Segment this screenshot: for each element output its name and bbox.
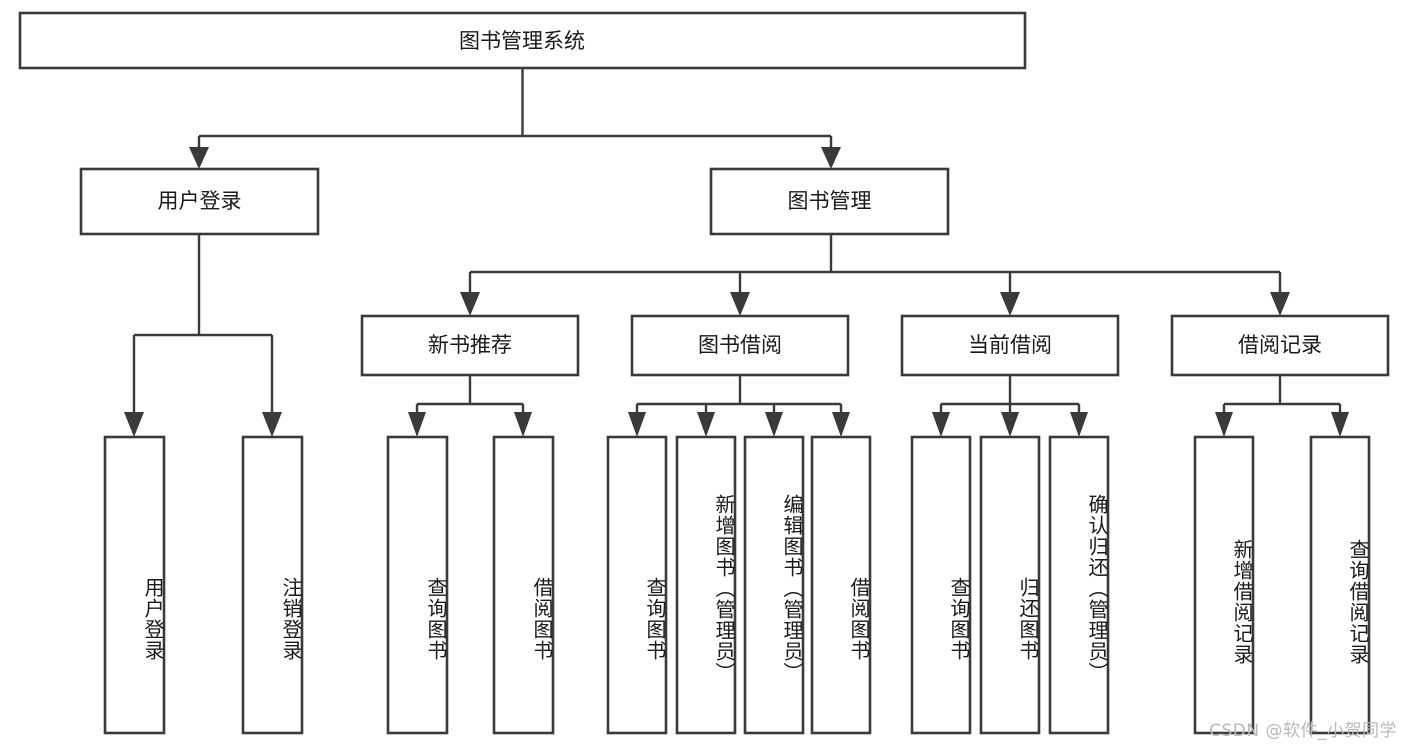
node-root-box[interactable]	[18, 11, 1027, 70]
leaf-box-return-book[interactable]	[979, 435, 1041, 735]
arrow-head-leaf-query-book-3	[932, 412, 950, 437]
leaf-box-confirm-return[interactable]	[1048, 435, 1110, 735]
node-book-manage[interactable]: 图书管理	[709, 167, 950, 236]
leaf-box-logout-login[interactable]	[241, 435, 304, 735]
arrow-head-new-book-recommend	[460, 292, 480, 316]
node-new-book-recommend[interactable]: 新书推荐	[360, 314, 580, 377]
node-user-login[interactable]: 用户登录	[79, 167, 320, 236]
leaf-boxes	[103, 435, 1371, 735]
leaf-box-add-book[interactable]	[675, 435, 737, 735]
leaf-box-query-book-2[interactable]	[606, 435, 668, 735]
node-borrow-record[interactable]: 借阅记录	[1170, 314, 1390, 377]
arrow-head-leaf-confirm-return	[1070, 412, 1088, 437]
arrow-head-user-login	[189, 147, 209, 169]
node-current-borrow-label: 当前借阅	[968, 333, 1052, 357]
node-root[interactable]: 图书管理系统	[18, 11, 1027, 70]
leaf-box-add-record[interactable]	[1193, 435, 1255, 735]
arrow-head-leaf-return-book	[1001, 412, 1019, 437]
node-borrow-record-box[interactable]	[1170, 314, 1390, 377]
node-book-manage-box[interactable]	[709, 167, 950, 236]
node-user-login-box[interactable]	[79, 167, 320, 236]
connector-layer	[124, 68, 1349, 437]
leaf-box-user-login[interactable]	[103, 435, 166, 735]
arrow-head-leaf-add-record	[1215, 412, 1233, 437]
node-new-book-recommend-label: 新书推荐	[428, 333, 512, 357]
arrow-head-borrow-record	[1270, 292, 1290, 316]
leaf-box-edit-book[interactable]	[743, 435, 805, 735]
arrow-head-leaf-query-book-1	[408, 412, 426, 437]
node-root-label: 图书管理系统	[459, 29, 585, 53]
arrow-head-leaf-borrow-book-1	[514, 412, 532, 437]
arrow-head-leaf-user-login	[124, 412, 144, 437]
node-book-borrow[interactable]: 图书借阅	[630, 314, 850, 377]
arrow-head-current-borrow	[1000, 292, 1020, 316]
arrow-head-book-manage	[821, 147, 841, 169]
leaf-box-query-book-3[interactable]	[910, 435, 972, 735]
arrow-head-leaf-borrow-book-2	[832, 412, 850, 437]
leaf-box-query-record[interactable]	[1309, 435, 1371, 735]
node-user-login-label: 用户登录	[158, 189, 242, 213]
node-current-borrow-box[interactable]	[900, 314, 1120, 377]
leaf-box-borrow-book-2[interactable]	[810, 435, 872, 735]
node-book-borrow-box[interactable]	[630, 314, 850, 377]
arrow-head-leaf-query-book-2	[628, 412, 646, 437]
arrow-head-leaf-query-record	[1331, 412, 1349, 437]
node-book-borrow-label: 图书借阅	[698, 333, 782, 357]
arrow-head-book-borrow	[730, 292, 750, 316]
arrow-head-leaf-logout-login	[262, 412, 282, 437]
leaf-box-borrow-book-1[interactable]	[492, 435, 555, 735]
node-current-borrow[interactable]: 当前借阅	[900, 314, 1120, 377]
arrow-head-leaf-add-book	[697, 412, 715, 437]
node-book-manage-label: 图书管理	[788, 189, 872, 213]
watermark-csdn: CSDN @软件_小贺同学	[1209, 721, 1397, 741]
node-new-book-recommend-box[interactable]	[360, 314, 580, 377]
node-borrow-record-label: 借阅记录	[1238, 333, 1322, 357]
leaf-box-query-book-1[interactable]	[386, 435, 449, 735]
arrow-head-leaf-edit-book	[765, 412, 783, 437]
